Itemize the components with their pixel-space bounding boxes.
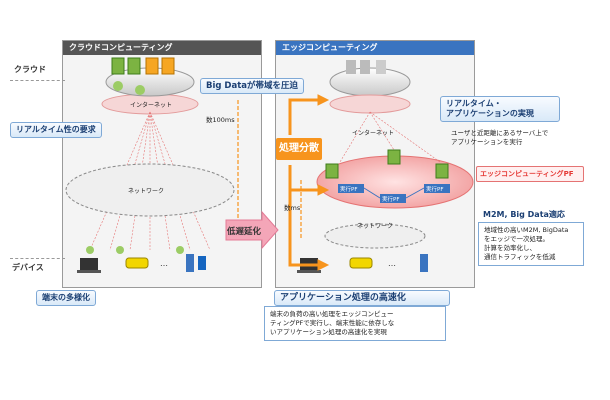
app-speedup-callout: アプリケーション処理の高速化 [274, 290, 450, 306]
m2m-desc-line3: 計算を効率化し、 [484, 244, 536, 252]
app-speedup-description: 端末の負荷の高い処理をエッジコンピュー ティングPFで実行し、端末性能に依存しな… [264, 306, 446, 341]
network-ellipse-left [65, 163, 235, 217]
low-latency-label: 低遅延化 [226, 227, 261, 237]
devices-right [297, 254, 428, 273]
exec-pf-label-1: 実行PF [340, 185, 357, 193]
row-divider-bottom [10, 258, 65, 259]
realtime-app-line1: リアルタイム・ [446, 99, 502, 108]
realtime-requirement-callout: リアルタイム性の要求 [10, 122, 102, 138]
exec-pf-label-3: 実行PF [426, 185, 443, 193]
row-divider-top [10, 80, 65, 81]
server-near-line2: アプリケーションを実行 [451, 138, 523, 146]
realtime-app-line2: アプリケーションの実現 [446, 109, 534, 118]
big-data-callout: Big Dataが帯域を圧迫 [200, 78, 305, 94]
distributed-processing-label: 処理分散 [276, 138, 322, 160]
internet-cloud-right [329, 94, 411, 114]
ellipsis-left: … [160, 259, 168, 268]
internet-right-label: インターネット [352, 129, 394, 137]
cloud-server-left [105, 57, 195, 97]
orange-arrows [288, 94, 330, 271]
edge-pf-nodes [325, 149, 450, 203]
row-label-cloud: クラウド [14, 65, 46, 74]
m2m-description: 地域性の高いM2M, BigData をエッジで一次処理。 計算を効率化し、 通… [478, 222, 584, 266]
m2m-desc-line4: 通信トラフィックを低減 [484, 253, 556, 261]
row-label-device: デバイス [12, 263, 44, 272]
network-ellipse-right [324, 223, 426, 249]
traffic-lines-right [339, 111, 441, 163]
m2m-callout: M2M, Big Data適応 [478, 208, 578, 222]
edge-pf-label: エッジコンピューティングPF [476, 166, 584, 182]
low-latency-arrow [225, 210, 279, 250]
device-diversity-callout: 端末の多様化 [36, 290, 96, 306]
latency-ms-label: 数ms [284, 203, 301, 212]
speedup-line2: ティングPFで実行し、端末性能に依存しな [270, 319, 395, 327]
speedup-line1: 端末の負荷の高い処理をエッジコンピュー [270, 310, 394, 318]
server-near-line1: ユーザと近距離にあるサーバ上で [451, 129, 549, 137]
ellipsis-right: … [388, 259, 396, 268]
network-left-label: ネットワーク [128, 188, 164, 195]
exec-pf-label-2: 実行PF [382, 195, 399, 203]
cloud-server-right [329, 60, 411, 97]
m2m-desc-line1: 地域性の高いM2M, BigData [484, 226, 569, 234]
realtime-app-callout: リアルタイム・ アプリケーションの実現 [440, 96, 560, 122]
network-right-label: ネットワーク [357, 223, 393, 230]
latency-100ms-label: 数100ms [206, 115, 235, 124]
speedup-line3: いアプリケーション処理の高速化を実現 [270, 328, 387, 336]
edge-computing-title: エッジコンピューティング [276, 41, 474, 55]
devices-left [77, 246, 206, 273]
m2m-desc-line2: をエッジで一次処理。 [484, 235, 549, 243]
server-near-textbox: ユーザと近距離にあるサーバ上で アプリケーションを実行 [446, 126, 574, 150]
cloud-computing-title: クラウドコンピューティング [63, 41, 261, 55]
internet-left-label: インターネット [130, 101, 172, 109]
